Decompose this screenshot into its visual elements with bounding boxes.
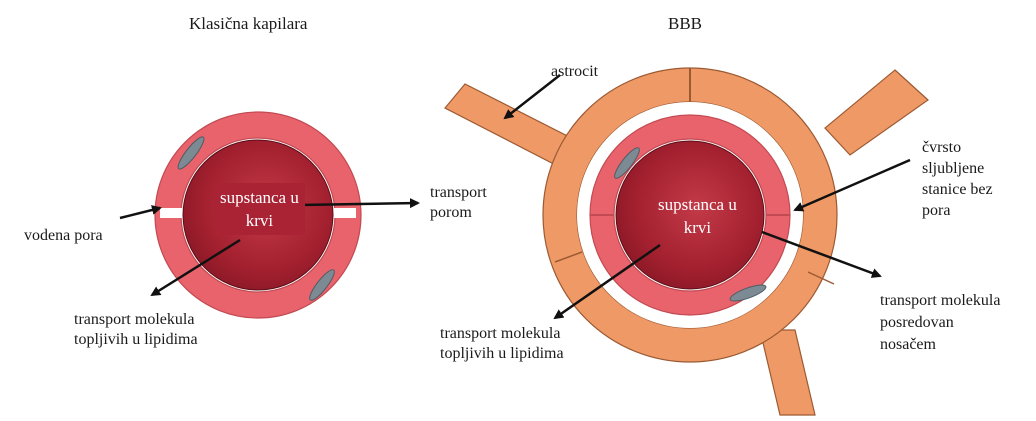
label-transport-pore: transport porom (430, 183, 487, 223)
label-lipid-transport-right: transport molekula topljivih u lipidima (440, 324, 564, 364)
label-water-pore: vodena pora (24, 226, 103, 246)
label-line: topljivih u lipidima (440, 344, 564, 364)
label-line: transport molekula (440, 324, 564, 344)
astrocyte-arm (825, 70, 928, 155)
label-line: transport molekula (880, 290, 1000, 312)
label-line: čvrsto (922, 137, 993, 158)
blood-label-line1: supstanca u (220, 186, 299, 209)
label-carrier-transport: transport molekula posredovan nosačem (880, 290, 1000, 356)
label-line: nosačem (880, 334, 1000, 356)
astrocyte-arm (760, 330, 815, 415)
label-line: porom (430, 203, 487, 223)
label-line: transport molekula (74, 310, 198, 330)
label-line: pora (922, 200, 993, 221)
blood-label-line1: supstanca u (658, 193, 737, 216)
blood-label-bbb: supstanca u krvi (652, 190, 743, 242)
blood-label-line2: krvi (658, 216, 737, 239)
label-lipid-transport-left: transport molekula topljivih u lipidima (74, 310, 198, 350)
label-line: stanice bez (922, 179, 993, 200)
blood-label-classic: supstanca u krvi (214, 183, 305, 235)
title-bbb: BBB (668, 14, 702, 34)
blood-label-line2: krvi (220, 209, 299, 232)
label-astrocyte: astrocit (551, 62, 598, 82)
label-line: sljubljene (922, 158, 993, 179)
title-classic-capillary: Klasična kapilara (189, 14, 307, 34)
arrow-water-pore (120, 208, 160, 218)
label-line: topljivih u lipidima (74, 330, 198, 350)
label-tight-junction: čvrsto sljubljene stanice bez pora (922, 137, 993, 221)
label-line: posredovan (880, 312, 1000, 334)
label-line: transport (430, 183, 487, 203)
